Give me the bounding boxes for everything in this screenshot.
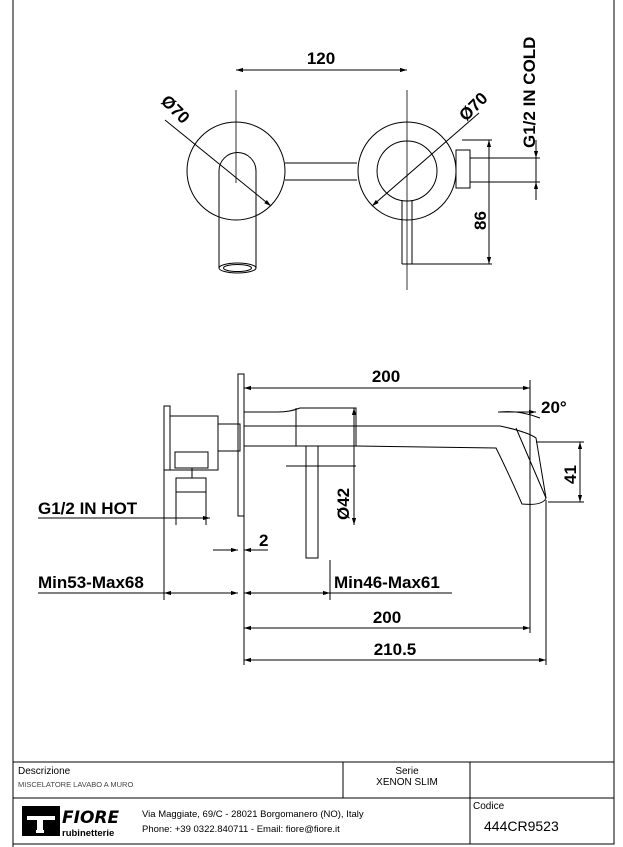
code-label: Codice <box>473 801 505 812</box>
dim-lever-diameter: Ø42 <box>334 488 353 520</box>
description-label: Descrizione <box>18 766 71 777</box>
spout-side <box>244 425 547 505</box>
hot-connection-label: G1/2 IN HOT <box>38 499 138 518</box>
fiore-logo: FIORE rubinetterie <box>22 806 119 839</box>
series-label: Serie <box>395 766 419 777</box>
dim-spout-range: Min46-Max61 <box>334 573 440 592</box>
dim-left-diameter: Ø70 <box>157 91 193 127</box>
logo-name: FIORE <box>62 808 119 828</box>
dim-right-diameter: Ø70 <box>455 89 491 125</box>
dim-height-41: 41 <box>561 465 580 484</box>
dim-spacing-120: 120 <box>307 49 335 68</box>
dim-wall-range: Min53-Max68 <box>38 573 144 592</box>
side-view <box>38 373 584 665</box>
company-contacts: Phone: +39 0322.840711 - Email: fiore@fi… <box>142 824 340 835</box>
dim-total-210: 210.5 <box>374 640 417 659</box>
dim-total-200: 200 <box>373 608 401 627</box>
title-block <box>12 761 615 845</box>
top-view <box>164 67 540 290</box>
code-value: 444CR9523 <box>484 818 559 834</box>
wall-plate <box>237 373 245 517</box>
description-value: MISCELATORE LAVABO A MURO <box>18 780 133 789</box>
spout-outlet <box>218 262 257 274</box>
lever-side <box>305 445 319 559</box>
dim-angle-20: 20° <box>541 398 567 417</box>
dim-length-200: 200 <box>372 367 400 386</box>
series-value: XENON SLIM <box>376 777 438 788</box>
cold-connection-label: G1/2 IN COLD <box>520 37 539 148</box>
dim-height-86: 86 <box>471 211 490 230</box>
spout-top-outline <box>218 152 257 268</box>
company-address: Via Maggiate, 69/C - 28021 Borgomanero (… <box>142 809 364 820</box>
dim-offset-2: 2 <box>259 531 268 550</box>
logo-subtitle: rubinetterie <box>62 828 114 839</box>
